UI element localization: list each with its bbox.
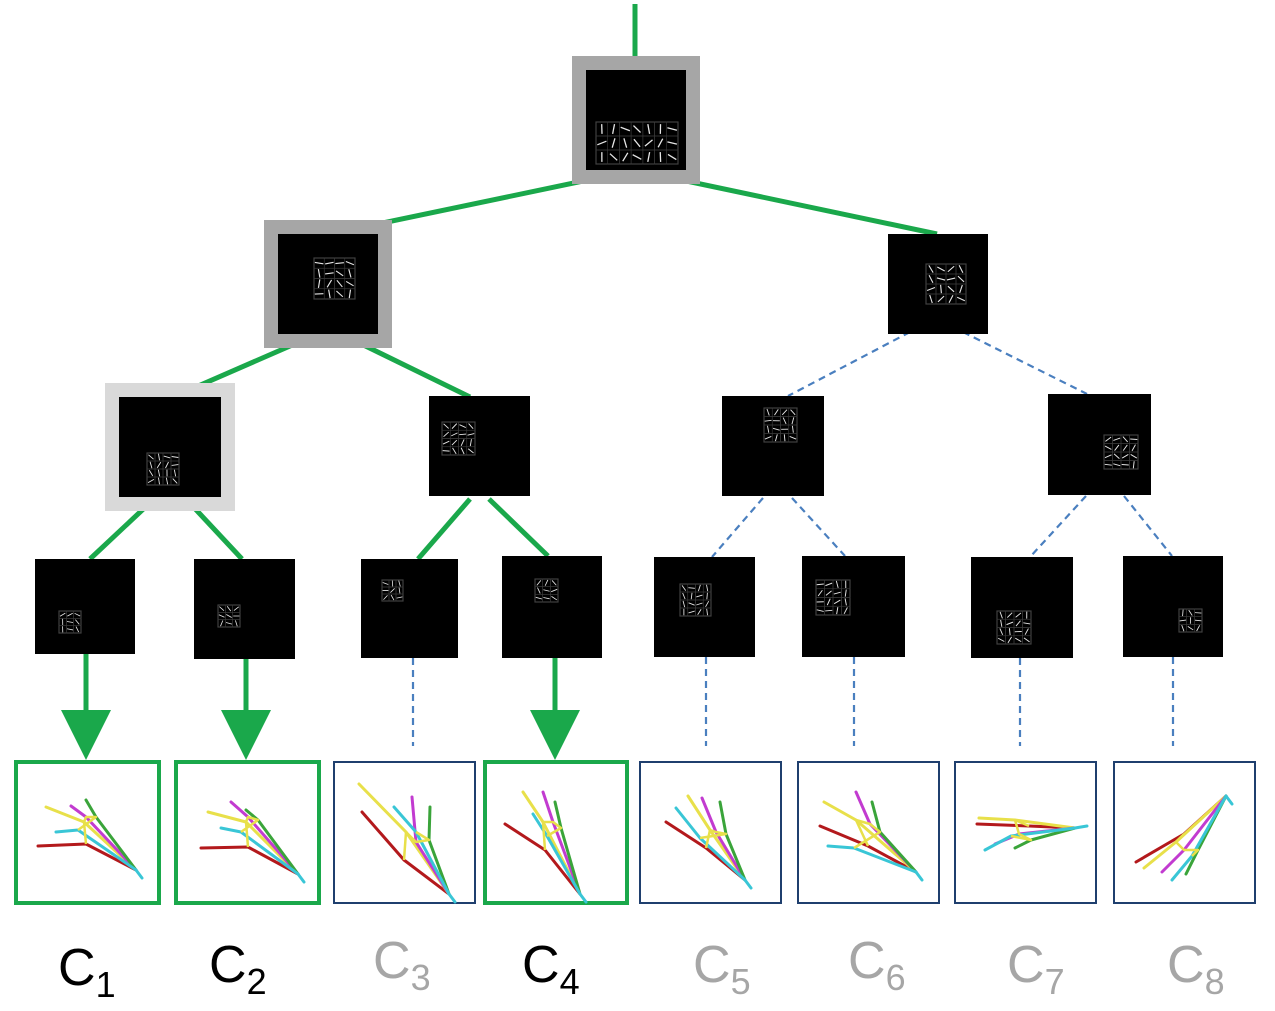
pose-panel-4 bbox=[483, 760, 629, 905]
root-node bbox=[586, 70, 686, 170]
hand-skeleton-4 bbox=[503, 790, 588, 904]
cluster-letter: C bbox=[522, 936, 560, 994]
edge-l1b-l2d bbox=[962, 331, 1088, 395]
cluster-label-7: C7 bbox=[1007, 936, 1065, 1002]
leaf-node-5 bbox=[654, 557, 755, 657]
leaf-node-2 bbox=[194, 559, 295, 659]
hand-skeleton-6 bbox=[818, 790, 924, 882]
hand-pose-panels bbox=[14, 760, 1256, 905]
cluster-label-2: C2 bbox=[209, 936, 267, 1002]
hand-skeleton-3 bbox=[357, 782, 457, 904]
cluster-letter: C bbox=[693, 936, 731, 994]
pose-panel-1 bbox=[14, 760, 161, 905]
edge-l2d-leaf8 bbox=[1123, 495, 1173, 557]
cluster-letter: C bbox=[373, 932, 411, 990]
leaf-node-6 bbox=[802, 556, 905, 657]
cluster-letter: C bbox=[1167, 936, 1205, 994]
pose-panel-3 bbox=[333, 761, 476, 904]
leaf-node-1 bbox=[35, 559, 135, 654]
cluster-label-3: C3 bbox=[373, 932, 431, 998]
hand-skeleton-8 bbox=[1134, 794, 1234, 882]
level2-node-2 bbox=[429, 396, 530, 496]
cluster-label-1: C1 bbox=[58, 939, 116, 1005]
cluster-index: 1 bbox=[96, 964, 116, 1005]
pose-panel-5 bbox=[639, 761, 782, 904]
level1-node-2 bbox=[888, 234, 988, 334]
tree-nodes bbox=[35, 70, 1223, 659]
edge-l2c-leaf5 bbox=[711, 497, 764, 558]
edge-l2c-leaf6 bbox=[791, 497, 846, 557]
cluster-index: 4 bbox=[560, 961, 580, 1002]
cluster-index: 2 bbox=[247, 961, 267, 1002]
leaf-node-4 bbox=[502, 556, 602, 658]
edge-l2b-leaf4 bbox=[487, 497, 550, 558]
hand-skeleton-7 bbox=[975, 816, 1089, 852]
cluster-index: 8 bbox=[1205, 961, 1225, 1002]
cluster-label-4: C4 bbox=[522, 936, 580, 1002]
level2-node-4 bbox=[1048, 394, 1151, 495]
pose-panel-8 bbox=[1113, 761, 1256, 904]
cluster-label-8: C8 bbox=[1167, 936, 1225, 1002]
cluster-letter: C bbox=[209, 936, 247, 994]
pose-panel-6 bbox=[797, 761, 940, 904]
pose-panel-2 bbox=[174, 760, 321, 905]
cluster-index: 3 bbox=[411, 957, 431, 998]
hand-skeleton-5 bbox=[664, 794, 753, 890]
cluster-label-5: C5 bbox=[693, 936, 751, 1002]
leaf-node-7 bbox=[971, 557, 1073, 658]
edge-l1b-l2c bbox=[787, 331, 911, 397]
edge-l2d-leaf7 bbox=[1029, 495, 1087, 558]
pose-panel-7 bbox=[954, 761, 1097, 904]
cluster-letter: C bbox=[1007, 936, 1045, 994]
cluster-index: 5 bbox=[731, 961, 751, 1002]
leaf-node-8 bbox=[1123, 556, 1223, 657]
edge-l2b-leaf3 bbox=[416, 497, 472, 561]
cluster-index: 7 bbox=[1045, 961, 1065, 1002]
cluster-index: 6 bbox=[886, 957, 906, 998]
cluster-label-6: C6 bbox=[848, 932, 906, 998]
cluster-letter: C bbox=[58, 939, 96, 997]
level1-node-1 bbox=[278, 234, 378, 334]
level2-node-1 bbox=[119, 397, 221, 497]
leaf-node-3 bbox=[361, 559, 458, 658]
hand-skeleton-1 bbox=[36, 798, 144, 880]
hand-skeleton-2 bbox=[199, 800, 306, 884]
level2-node-3 bbox=[722, 396, 824, 496]
cluster-letter: C bbox=[848, 932, 886, 990]
